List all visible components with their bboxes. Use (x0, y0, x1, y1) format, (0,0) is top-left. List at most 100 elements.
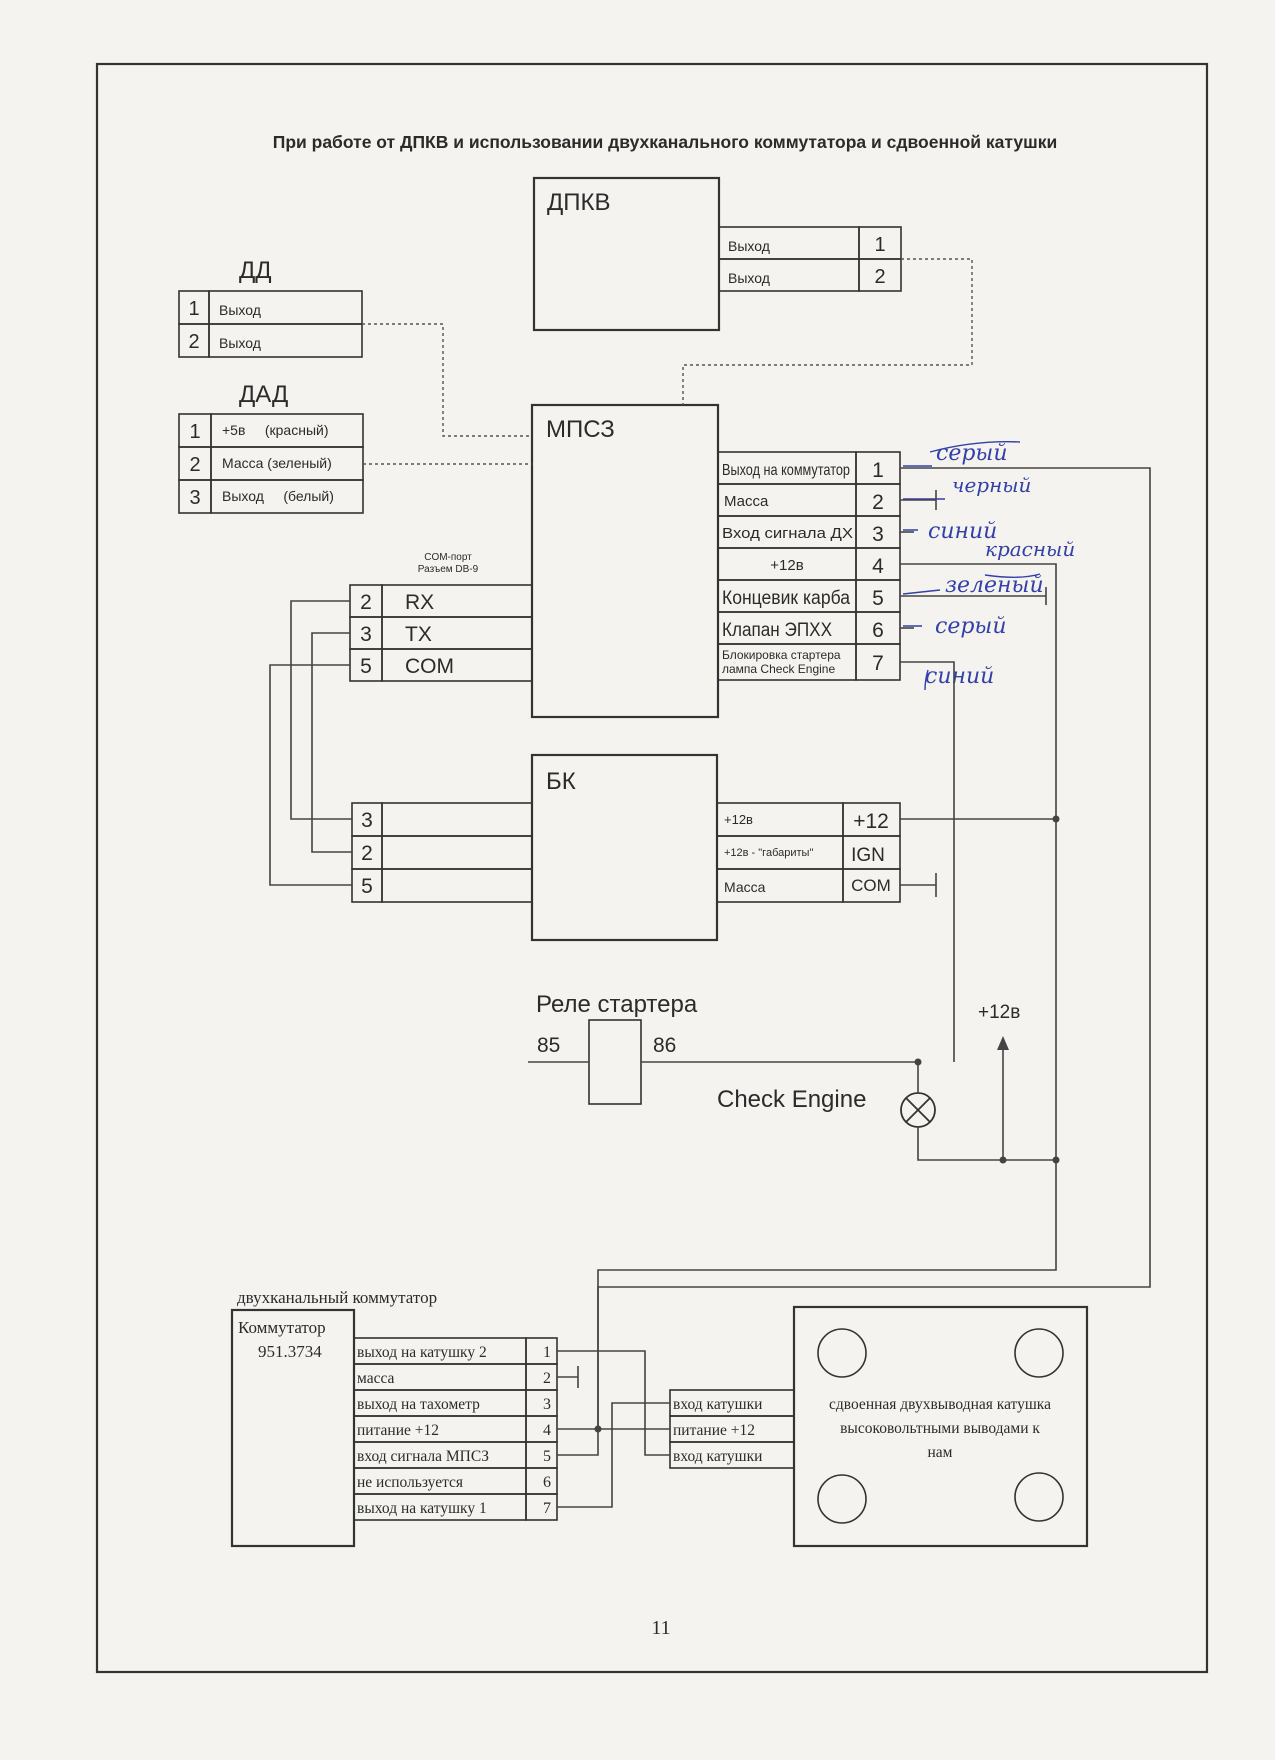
handwritten-notes: серый черный синий красный зеленый серый… (902, 441, 1075, 691)
dd-pin-2-name: Выход (219, 335, 261, 351)
dd-pin-2-num: 2 (188, 331, 199, 353)
mpsz-pin-1-num: 1 (872, 459, 884, 482)
wiring (269, 258, 1151, 1508)
com-port-caption: COM-порт (424, 552, 472, 563)
dpkv-pin-2-num: 2 (874, 266, 885, 288)
note-wire-2: черный (952, 473, 1031, 497)
com-connector-caption: Разъем DB-9 (418, 564, 479, 575)
commutator-pin-5-num: 5 (543, 1448, 551, 1465)
dad-pin-1-name: +5в (красный) (222, 422, 328, 438)
commutator-pin-1-num: 1 (543, 1344, 551, 1361)
dad-pin-3-num: 3 (189, 487, 200, 509)
dpkv-label: ДПКВ (547, 189, 611, 216)
note-wire-3: синий (928, 519, 997, 544)
commutator-pin-1-name: выход на катушку 2 (357, 1344, 487, 1361)
coil-pin-1-name: вход катушки (673, 1396, 762, 1413)
dad-pin-2-name: Масса (зеленый) (222, 455, 332, 471)
dpkv-pin-1-num: 1 (874, 234, 885, 256)
bk-pin-com-code: COM (851, 876, 891, 895)
commutator-pin-4-name: питание +12 (357, 1422, 439, 1439)
dpkv-pin-2-name: Выход (728, 270, 770, 286)
coil-pin-3-name: вход катушки (673, 1448, 762, 1465)
mpsz-pin-5-name: Концевик карба (722, 588, 850, 609)
dpkv-block: ДПКВ Выход Выход 1 2 (532, 176, 902, 332)
commutator-model: 951.3734 (258, 1342, 322, 1361)
starter-relay: Реле стартера 85 86 (528, 991, 918, 1105)
note-wire-1: серый (936, 441, 1008, 466)
mpsz-pin-5-num: 5 (872, 587, 884, 610)
bk-pin-plus12-name: +12в (724, 812, 753, 827)
coil-desc-line-2: высоковольтными выводами к (840, 1420, 1040, 1437)
relay-label: Реле стартера (536, 991, 698, 1018)
commutator-pin-2-num: 2 (543, 1370, 551, 1387)
bk-left-pin-2: 2 (361, 842, 373, 865)
mpsz-pin-7-num: 7 (872, 652, 884, 675)
com-pin-rx-name: RX (405, 591, 434, 614)
mpsz-pin-7-name: Блокировка стартера лампа Check Engine (722, 648, 841, 676)
commutator-caption: двухканальный коммутатор (237, 1288, 437, 1307)
bk-left-pin-3: 3 (361, 809, 373, 832)
bk-pin-ign-name: +12в - "габариты" (724, 847, 813, 859)
bk-label: БК (546, 768, 576, 795)
commutator-name: Коммутатор (238, 1318, 326, 1337)
coil-hv-terminal-icon (817, 1474, 867, 1524)
commutator-pin-6-num: 6 (543, 1474, 551, 1491)
coil-desc-line-3: нам (928, 1444, 953, 1461)
bk-pin-ign-code: IGN (851, 845, 885, 866)
dd-label: ДД (239, 257, 272, 284)
com-pin-rx-num: 2 (360, 591, 372, 614)
commutator-pin-6-name: не используется (357, 1474, 463, 1491)
mpsz-block: МПСЗ Выход на коммутатор Масса Вход сигн… (349, 403, 901, 719)
commutator-pin-7-num: 7 (543, 1500, 551, 1517)
bk-pin-plus12-code: +12 (853, 810, 889, 833)
com-pin-tx-num: 3 (360, 623, 372, 646)
commutator-block: двухканальный коммутатор Коммутатор 951.… (230, 1288, 558, 1548)
dad-block: ДАД 1 2 3 +5в (красный) Масса (зеленый) … (178, 381, 364, 514)
mpsz-pin-2-num: 2 (872, 491, 884, 514)
commutator-pin-3-name: выход на тахометр (357, 1396, 480, 1413)
relay-pin-85: 85 (537, 1034, 560, 1057)
mpsz-pin-6-num: 6 (872, 619, 884, 642)
page-number: 11 (651, 1617, 670, 1639)
dad-label: ДАД (239, 381, 288, 408)
mpsz-pin-6-name: Клапан ЭПХХ (722, 620, 832, 641)
mpsz-pin-1-name: Выход на коммутатор (722, 462, 850, 479)
com-pin-tx-name: TX (405, 623, 432, 646)
bk-left-pin-5: 5 (361, 875, 373, 898)
mpsz-pin-4-num: 4 (872, 555, 884, 578)
coil-hv-terminal-icon (1014, 1328, 1064, 1378)
commutator-pin-5-name: вход сигнала МПСЗ (357, 1448, 489, 1465)
note-wire-7: синий (925, 664, 994, 689)
commutator-pin-2-name: масса (357, 1370, 395, 1387)
coil-desc-line-1: сдвоенная двухвыводная катушка (829, 1396, 1051, 1413)
mpsz-pin-2-name: Масса (724, 493, 769, 510)
com-pin-com-name: COM (405, 655, 454, 678)
dad-pin-1-num: 1 (189, 421, 200, 443)
mpsz-pin-3-num: 3 (872, 523, 884, 546)
check-engine-lamp-icon (900, 1092, 936, 1128)
mpsz-pin-4-name: +12в (770, 557, 803, 574)
supply-arrow-icon (997, 1036, 1009, 1050)
commutator-pin-7-name: выход на катушку 1 (357, 1500, 487, 1517)
dd-pin-1-num: 1 (188, 298, 199, 320)
commutator-pin-4-num: 4 (543, 1422, 551, 1439)
commutator-pin-3-num: 3 (543, 1396, 551, 1413)
mpsz-label: МПСЗ (546, 416, 615, 443)
dad-pin-3-name: Выход (белый) (222, 488, 334, 504)
relay-pin-86: 86 (653, 1034, 676, 1057)
dd-block: ДД 1 2 Выход Выход (178, 257, 363, 358)
page-title: При работе от ДПКВ и использовании двухк… (273, 132, 1057, 152)
ignition-coil-block: вход катушки питание +12 вход катушки сд… (669, 1305, 1089, 1548)
bk-pin-com-name: Масса (724, 879, 766, 895)
coil-hv-terminal-icon (817, 1328, 867, 1378)
coil-pin-2-name: питание +12 (673, 1422, 755, 1439)
coil-hv-terminal-icon (1014, 1472, 1064, 1522)
dpkv-pin-1-name: Выход (728, 238, 770, 254)
supply-plus12-label: +12в (978, 1002, 1020, 1023)
com-pin-com-num: 5 (360, 655, 372, 678)
dd-pin-1-name: Выход (219, 302, 261, 318)
bk-block: БК 3 2 5 +12в +12в - "габариты" Масса +1… (351, 753, 901, 942)
page-frame (95, 62, 1209, 1674)
